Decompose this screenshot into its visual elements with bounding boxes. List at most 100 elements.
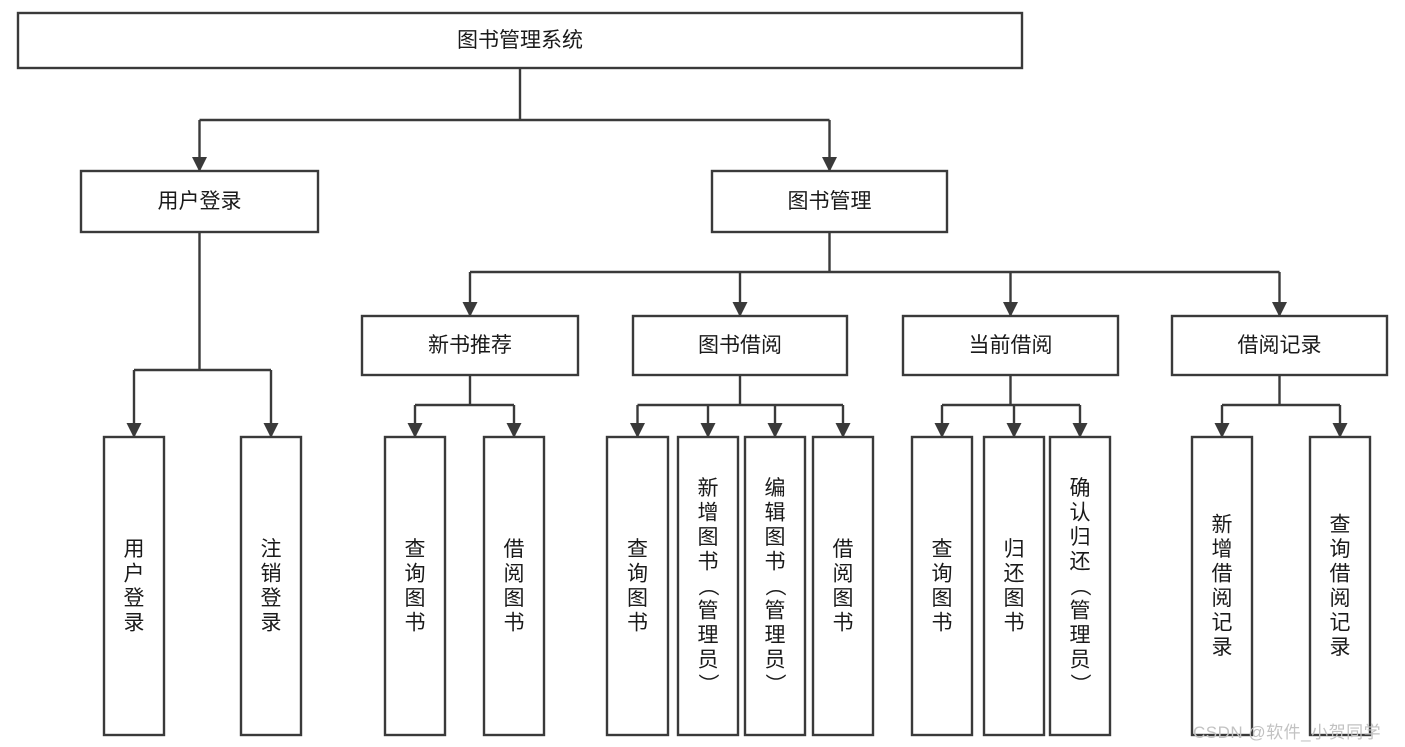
- arrow-leaf-borrow-book-1: [506, 423, 522, 438]
- node-book-borrow[interactable]: 图书借阅: [631, 314, 849, 377]
- node-box-leaf-query-book-2: [605, 435, 670, 737]
- node-label-leaf-borrow-book-2-char-1: 阅: [833, 563, 854, 586]
- node-box-leaf-add-record: [1190, 435, 1254, 737]
- node-label-book-borrow: 图书借阅: [698, 334, 782, 357]
- node-label-leaf-query-book-1-char-0: 查: [405, 538, 426, 561]
- node-label-leaf-edit-book-char-3: 书: [765, 550, 786, 573]
- node-box-leaf-borrow-book-1: [482, 435, 546, 737]
- node-label-new-book-rec: 新书推荐: [428, 334, 512, 357]
- node-label-leaf-return-book-char-3: 书: [1004, 612, 1025, 635]
- node-label-leaf-confirm-return-char-4: （: [1068, 575, 1091, 596]
- node-label-leaf-query-record-char-1: 询: [1330, 538, 1351, 561]
- node-user-login[interactable]: 用户登录: [79, 169, 320, 234]
- arrow-current-borrow: [1003, 302, 1018, 317]
- node-label-leaf-logout-char-0: 注: [261, 538, 282, 561]
- node-label-leaf-query-book-3-char-2: 图: [932, 587, 953, 610]
- node-label-leaf-query-record-char-2: 借: [1330, 563, 1351, 586]
- node-label-leaf-edit-book-char-4: （: [763, 575, 786, 596]
- node-label-leaf-edit-book-char-2: 图: [765, 526, 786, 549]
- node-label-leaf-confirm-return-char-8: ）: [1068, 673, 1091, 694]
- node-label-leaf-borrow-book-2-char-3: 书: [833, 612, 854, 635]
- node-label-leaf-query-book-3-char-3: 书: [932, 612, 953, 635]
- node-label-leaf-confirm-return-char-0: 确: [1070, 477, 1091, 500]
- node-root[interactable]: 图书管理系统: [16, 11, 1024, 70]
- node-label-leaf-user-login-char-1: 户: [124, 563, 145, 586]
- node-label-leaf-edit-book-char-7: 员: [765, 648, 786, 671]
- node-label-leaf-add-book-char-2: 图: [698, 526, 719, 549]
- node-label-leaf-query-book-2-char-0: 查: [627, 538, 648, 561]
- node-label-leaf-add-book-char-8: ）: [696, 673, 719, 694]
- node-new-book-rec[interactable]: 新书推荐: [360, 314, 580, 377]
- node-leaf-user-login[interactable]: 用户登录: [102, 435, 166, 737]
- arrow-leaf-logout: [263, 423, 279, 438]
- node-book-manage[interactable]: 图书管理: [710, 169, 949, 234]
- node-label-leaf-query-book-1-char-2: 图: [405, 587, 426, 610]
- node-label-leaf-confirm-return-char-5: 管: [1070, 599, 1091, 622]
- node-label-leaf-add-record-char-1: 增: [1212, 538, 1233, 561]
- arrow-leaf-query-book-2: [630, 423, 645, 438]
- node-label-leaf-borrow-book-1-char-3: 书: [504, 612, 525, 635]
- arrow-leaf-edit-book: [767, 423, 783, 438]
- node-label-leaf-borrow-book-1-char-0: 借: [504, 538, 525, 561]
- node-box-user-login: [79, 169, 320, 234]
- node-label-leaf-return-book-char-1: 还: [1004, 563, 1025, 586]
- node-box-new-book-rec: [360, 314, 580, 377]
- node-label-leaf-user-login-char-2: 登: [124, 587, 145, 610]
- node-current-borrow[interactable]: 当前借阅: [901, 314, 1120, 377]
- node-label-leaf-query-book-2-char-2: 图: [627, 587, 648, 610]
- node-label-leaf-add-record-char-3: 阅: [1212, 587, 1233, 610]
- node-label-leaf-query-record-char-4: 记: [1330, 612, 1351, 635]
- arrow-new-book-rec: [462, 302, 478, 317]
- node-label-leaf-edit-book-char-0: 编: [765, 477, 786, 500]
- node-label-leaf-logout-char-1: 销: [261, 563, 282, 586]
- node-label-leaf-borrow-book-2-char-2: 图: [833, 587, 854, 610]
- node-box-leaf-query-record: [1308, 435, 1372, 737]
- node-label-leaf-add-book-char-6: 理: [698, 624, 719, 647]
- node-box-leaf-logout: [239, 435, 303, 737]
- node-box-borrow-record: [1170, 314, 1389, 377]
- node-box-leaf-user-login: [102, 435, 166, 737]
- node-label-leaf-borrow-book-2-char-0: 借: [833, 538, 854, 561]
- node-label-leaf-borrow-book-1-char-2: 图: [504, 587, 525, 610]
- node-label-leaf-confirm-return-char-3: 还: [1070, 550, 1091, 573]
- node-label-leaf-add-book-char-1: 增: [698, 501, 719, 524]
- node-label-user-login: 用户登录: [158, 190, 242, 213]
- arrow-leaf-query-book-1: [407, 423, 423, 438]
- node-label-leaf-query-book-3-char-0: 查: [932, 538, 953, 561]
- node-label-leaf-query-record-char-0: 查: [1330, 514, 1351, 537]
- node-label-leaf-query-book-3-char-1: 询: [932, 563, 953, 586]
- arrow-leaf-confirm-return: [1072, 423, 1088, 438]
- node-label-leaf-return-book-char-2: 图: [1004, 587, 1025, 610]
- arrow-leaf-add-book: [700, 423, 716, 438]
- arrow-leaf-return-book: [1006, 423, 1022, 438]
- node-label-leaf-borrow-book-1-char-1: 阅: [504, 563, 525, 586]
- arrow-borrow-record: [1272, 302, 1287, 317]
- node-label-leaf-add-book-char-3: 书: [698, 550, 719, 573]
- node-box-book-manage: [710, 169, 949, 234]
- node-label-leaf-user-login-char-3: 录: [124, 612, 145, 635]
- arrow-leaf-user-login: [126, 423, 142, 438]
- node-label-leaf-add-book-char-7: 员: [698, 648, 719, 671]
- node-box-book-borrow: [631, 314, 849, 377]
- node-label-leaf-add-record-char-2: 借: [1212, 563, 1233, 586]
- node-label-leaf-user-login-char-0: 用: [124, 538, 145, 561]
- node-label-leaf-return-book-char-0: 归: [1004, 538, 1025, 561]
- node-borrow-record[interactable]: 借阅记录: [1170, 314, 1389, 377]
- node-box-leaf-query-book-1: [383, 435, 447, 737]
- node-box-leaf-add-book: [676, 435, 740, 737]
- node-label-leaf-confirm-return-char-1: 认: [1070, 501, 1091, 524]
- node-label-leaf-edit-book-char-5: 管: [765, 599, 786, 622]
- node-label-leaf-query-record-char-3: 阅: [1330, 587, 1351, 610]
